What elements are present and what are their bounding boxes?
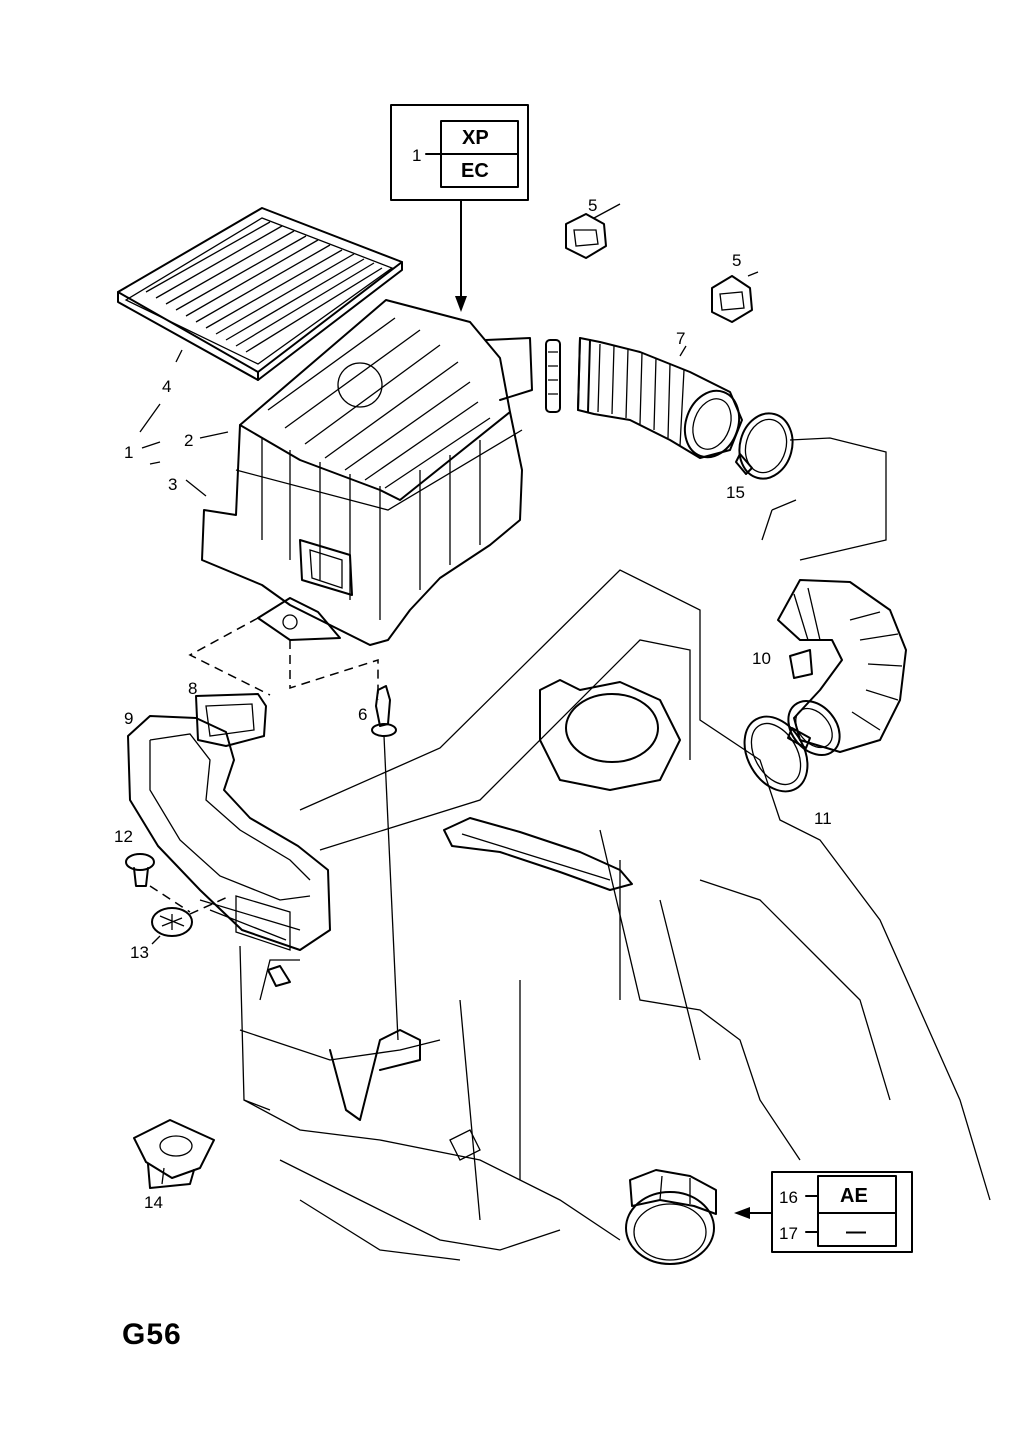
- nut-upper: [565, 213, 607, 259]
- callout-13: 13: [130, 943, 149, 962]
- hose-clamp-11: [743, 715, 811, 793]
- callout-10: 10: [752, 649, 771, 668]
- star-fastener: [151, 907, 193, 937]
- callout-15: 15: [726, 483, 745, 502]
- callout-3: 3: [168, 475, 177, 494]
- hose-clamp-15: [735, 412, 794, 480]
- callout-6: 6: [358, 705, 367, 724]
- callout-5-lower: 5: [732, 251, 741, 270]
- variant-code-ae: AE: [840, 1185, 868, 1207]
- intake-elbow-hose: [777, 579, 907, 756]
- push-rivet: [125, 853, 155, 887]
- callout-12: 12: [114, 827, 133, 846]
- callout-8: 8: [188, 679, 197, 698]
- variant-code-ec: EC: [461, 160, 489, 182]
- callout-14: 14: [144, 1193, 163, 1212]
- hose-clamp-16-17: [625, 1169, 717, 1265]
- vehicle-body-structure: [235, 569, 991, 1261]
- nut-lower: [711, 275, 753, 323]
- variant-ref-17: 17: [779, 1224, 798, 1243]
- variant-code-none: —: [846, 1221, 866, 1243]
- retaining-pin: [371, 685, 399, 1041]
- callout-5-upper: 5: [588, 196, 597, 215]
- variant-box-bottom: 16 17 AE —: [734, 1171, 913, 1253]
- callout-9: 9: [124, 709, 133, 728]
- air-intake-hose: [577, 337, 743, 459]
- variant-ref-1: 1: [412, 146, 421, 165]
- intake-duct: [127, 715, 331, 951]
- callout-4: 4: [162, 377, 171, 396]
- variant-code-xp: XP: [462, 127, 489, 149]
- air-filter-element: [117, 207, 403, 381]
- spring-nut: [133, 1119, 215, 1189]
- intake-seal: [195, 693, 267, 747]
- diagram-code: G56: [122, 1318, 182, 1351]
- callout-11: 11: [814, 809, 832, 828]
- outlet-clip: [545, 339, 561, 413]
- callout-1: 1: [124, 443, 133, 462]
- air-cleaner-housing: [201, 299, 533, 646]
- callout-leaders: [139, 203, 759, 1185]
- callout-2: 2: [184, 431, 193, 450]
- variant-ref-16: 16: [779, 1188, 798, 1207]
- variant-box-top: 1 XP EC: [390, 104, 529, 312]
- callout-7: 7: [676, 329, 685, 348]
